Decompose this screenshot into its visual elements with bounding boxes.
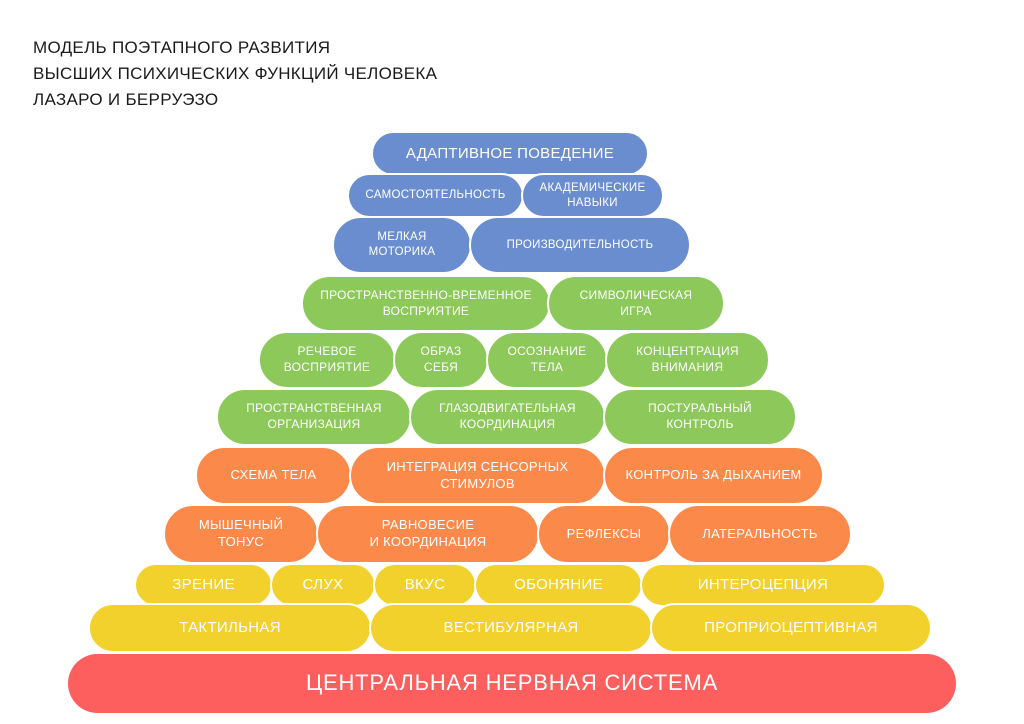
node-sensory-integration: ИНТЕГРАЦИЯ СЕНСОРНЫХ СТИМУЛОВ <box>349 446 606 505</box>
node-proprioceptive: ПРОПРИОЦЕПТИВНАЯ <box>650 603 932 653</box>
diagram-title: МОДЕЛЬ ПОЭТАПНОГО РАЗВИТИЯ ВЫСШИХ ПСИХИЧ… <box>33 35 437 113</box>
node-productivity: ПРОИЗВОДИТЕЛЬНОСТЬ <box>469 216 691 274</box>
node-hearing: СЛУХ <box>270 563 376 607</box>
title-line-2: ВЫСШИХ ПСИХИЧЕСКИХ ФУНКЦИЙ ЧЕЛОВЕКА <box>33 64 438 83</box>
node-reflexes: РЕФЛЕКСЫ <box>537 504 671 564</box>
title-line-3: ЛАЗАРО И БЕРРУЭЗО <box>33 90 219 109</box>
node-vision: ЗРЕНИЕ <box>134 563 273 607</box>
node-spatiotemporal-perception: ПРОСТРАНСТВЕННО-ВРЕМЕННОЕ ВОСПРИЯТИЕ <box>301 275 551 332</box>
node-adaptive-behavior: АДАПТИВНОЕ ПОВЕДЕНИЕ <box>371 131 649 176</box>
node-muscle-tone: МЫШЕЧНЫЙ ТОНУС <box>163 504 319 564</box>
node-body-awareness: ОСОЗНАНИЕ ТЕЛА <box>486 331 608 389</box>
node-laterality: ЛАТЕРАЛЬНОСТЬ <box>668 504 852 564</box>
node-postural-control: ПОСТУРАЛЬНЫЙ КОНТРОЛЬ <box>603 388 797 446</box>
node-oculomotor: ГЛАЗОДВИГАТЕЛЬНАЯ КООРДИНАЦИЯ <box>409 388 606 446</box>
node-symbolic-play: СИМВОЛИЧЕСКАЯ ИГРА <box>547 275 725 332</box>
node-independence: САМОСТОЯТЕЛЬНОСТЬ <box>347 173 524 218</box>
node-balance-coordination: РАВНОВЕСИЕ И КООРДИНАЦИЯ <box>316 504 540 564</box>
node-speech-perception: РЕЧЕВОЕ ВОСПРИЯТИЕ <box>258 331 396 389</box>
node-central-nervous-system: ЦЕНТРАЛЬНАЯ НЕРВНАЯ СИСТЕМА <box>68 654 956 713</box>
node-vestibular: ВЕСТИБУЛЯРНАЯ <box>369 603 653 653</box>
node-tactile: ТАКТИЛЬНАЯ <box>88 603 372 653</box>
node-interoception: ИНТЕРОЦЕПЦИЯ <box>640 563 886 607</box>
node-taste: ВКУС <box>373 563 477 607</box>
node-fine-motor: МЕЛКАЯ МОТОРИКА <box>332 216 472 274</box>
node-spatial-organization: ПРОСТРАНСТВЕННАЯ ОРГАНИЗАЦИЯ <box>216 388 412 446</box>
node-attention: КОНЦЕНТРАЦИЯ ВНИМАНИЯ <box>605 331 770 389</box>
node-body-scheme: СХЕМА ТЕЛА <box>195 446 352 505</box>
title-line-1: МОДЕЛЬ ПОЭТАПНОГО РАЗВИТИЯ <box>33 38 331 57</box>
node-breath-control: КОНТРОЛЬ ЗА ДЫХАНИЕМ <box>603 446 824 505</box>
node-self-image: ОБРАЗ СЕБЯ <box>393 331 489 389</box>
node-academic-skills: АКАДЕМИЧЕСКИЕ НАВЫКИ <box>521 173 664 218</box>
node-smell: ОБОНЯНИЕ <box>474 563 643 607</box>
